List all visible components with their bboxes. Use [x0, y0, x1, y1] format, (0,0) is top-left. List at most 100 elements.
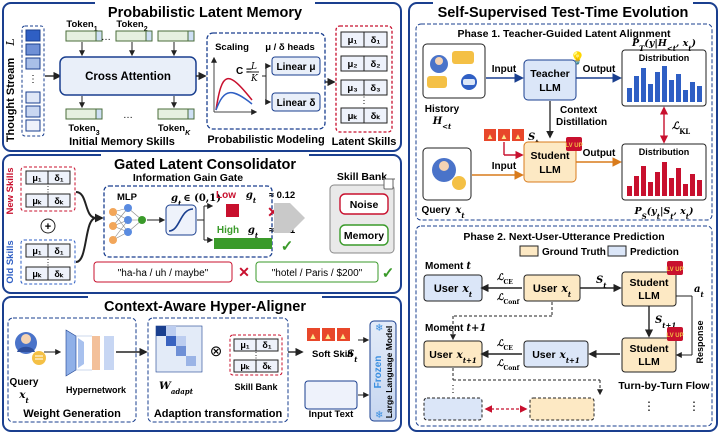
svg-text:PS(yt|St, xt): PS(yt|St, xt): [633, 206, 693, 221]
prob-modeling-label: Probabilistic Modeling: [207, 134, 324, 146]
svg-text:H<t: H<t: [432, 116, 452, 131]
svg-text:⊗: ⊗: [210, 343, 223, 360]
svg-text:Turn-by-Turn Flow: Turn-by-Turn Flow: [618, 380, 710, 392]
bad-example-cross-icon: ✕: [238, 264, 250, 280]
svg-text:LLM: LLM: [638, 290, 660, 302]
svg-text:LLM: LLM: [539, 82, 561, 94]
distribution-bar: [662, 66, 667, 102]
check-icon: ✓: [281, 238, 294, 255]
svg-text:LV UP: LV UP: [666, 333, 683, 339]
svg-text:ℒCE: ℒCE: [497, 273, 513, 286]
linear-mu-box: [271, 56, 321, 76]
lvup-badge-p1: [566, 137, 582, 151]
svg-text:Prediction: Prediction: [630, 247, 679, 258]
svg-text:μₖ: μₖ: [240, 361, 250, 371]
distribution-bar: [697, 180, 702, 196]
svg-text:Phase 2. Next-User-Utterance P: Phase 2. Next-User-Utterance Prediction: [463, 231, 664, 243]
svg-text:gt: gt: [248, 225, 259, 240]
latent-skill-mu-label: μ₁: [348, 35, 358, 46]
legend-prediction: [607, 245, 627, 257]
svg-text:Query: Query: [422, 205, 451, 216]
latent-skill-delta-label: δₖ: [371, 111, 382, 122]
cha-title: Context-Aware Hyper-Aligner: [104, 299, 306, 315]
svg-text:⋮: ⋮: [44, 258, 52, 267]
svg-text:LV UP: LV UP: [666, 267, 683, 273]
svg-text:New Skills: New Skills: [5, 168, 16, 215]
latent-skills-box: [335, 25, 393, 133]
distribution-bar: [648, 182, 653, 196]
distribution-bar: [627, 88, 632, 102]
tokens-bottom: … Token3 TokenK: [65, 96, 195, 137]
panel-cha: Context-Aware Hyper-Aligner Query xt Hyp…: [2, 296, 402, 432]
gate-arrow-shape: [274, 203, 305, 233]
svg-text:xt: xt: [18, 389, 29, 405]
lightbulb-icon: 💡: [570, 51, 585, 65]
w-adapt-matrix: [155, 325, 203, 373]
svg-text:LV UP: LV UP: [565, 143, 582, 149]
svg-text:⋮: ⋮: [28, 74, 38, 85]
svg-text:Student: Student: [629, 277, 669, 289]
latent-skill-delta-cell: [363, 31, 388, 48]
svg-text:Distribution: Distribution: [639, 53, 690, 63]
latent-skill-mu-label: μ₂: [347, 59, 357, 70]
distribution-bar: [648, 84, 653, 102]
distribution-bar: [676, 74, 681, 102]
svg-text:Token2: Token2: [116, 19, 147, 33]
plm-title: Probabilistic Latent Memory: [108, 5, 302, 21]
svg-text:Linear μ: Linear μ: [277, 62, 316, 73]
svg-text:gt: gt: [246, 190, 257, 205]
svg-text:δ₁: δ₁: [262, 340, 271, 350]
svg-text:+: +: [45, 221, 51, 233]
svg-text:Frozen: Frozen: [373, 356, 384, 389]
good-example-box: [255, 261, 379, 283]
latent-skill-delta-label: δ₂: [371, 59, 381, 70]
svg-text:K: K: [250, 74, 259, 84]
svg-text:St: St: [347, 349, 358, 364]
low-gate-bar: [226, 204, 239, 217]
svg-text:⋮: ⋮: [252, 351, 260, 360]
svg-text:…: …: [123, 110, 133, 121]
query-person-icon: [15, 332, 46, 365]
svg-text:⋮: ⋮: [44, 185, 52, 194]
user-xt1-pred-box: [523, 340, 589, 368]
user-next-pred-box: [423, 397, 483, 421]
latent-skill-delta-cell: [363, 107, 388, 124]
svg-text:μ / δ heads: μ / δ heads: [265, 42, 315, 53]
teacher-bars: [627, 66, 702, 102]
svg-text:▲: ▲: [309, 331, 318, 341]
svg-text:at: at: [694, 284, 704, 299]
svg-text:μ₁: μ₁: [32, 173, 42, 183]
svg-text:Wadapt: Wadapt: [159, 380, 194, 396]
distribution-bar: [627, 186, 632, 196]
svg-text:▲: ▲: [486, 132, 494, 141]
svg-text:Student: Student: [530, 150, 570, 162]
svg-text:Student: Student: [629, 343, 669, 355]
tokens-top: Token1 Token2 …: [65, 19, 195, 57]
latent-skills-label: Latent Skills: [332, 136, 397, 148]
svg-text:Scaling: Scaling: [215, 42, 249, 53]
svg-text:δ₁: δ₁: [54, 246, 63, 256]
svg-text:δ₁: δ₁: [54, 173, 63, 183]
svg-text:Input Text: Input Text: [309, 409, 355, 420]
svg-text:Skill Bank: Skill Bank: [234, 382, 278, 392]
trash-icon: [382, 178, 395, 190]
svg-text:Input: Input: [492, 161, 517, 172]
svg-text:Teacher: Teacher: [530, 68, 570, 80]
svg-text:LLM: LLM: [638, 356, 660, 368]
svg-text:Memory: Memory: [344, 230, 384, 242]
panel-sste: Self-Supervised Test-Time Evolution Phas…: [408, 2, 718, 432]
distribution-bar: [641, 166, 646, 196]
bad-example-box: [93, 261, 233, 283]
cross-attention-label: Cross Attention: [85, 71, 171, 83]
linear-delta-box: [271, 92, 321, 112]
svg-text:History: History: [425, 104, 460, 115]
thought-stream-label: Thought Stream: [5, 58, 17, 143]
distribution-bar: [683, 184, 688, 196]
latent-skill-delta-label: δ₁: [371, 35, 381, 46]
distribution-bar: [655, 172, 660, 196]
svg-text:Context: Context: [560, 105, 598, 116]
thought-stream-stack: ⋮: [21, 25, 45, 137]
